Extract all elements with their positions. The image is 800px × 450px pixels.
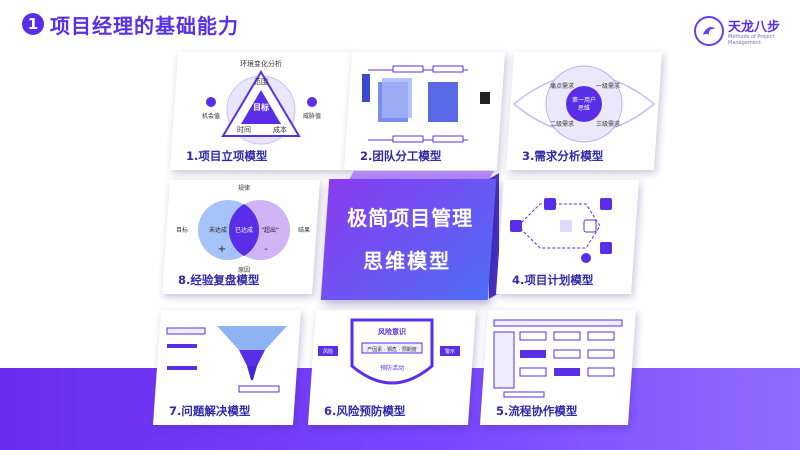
svg-text:第一用户: 第一用户 <box>572 96 596 104</box>
svg-text:范围: 范围 <box>254 77 268 86</box>
card-experience-review[interactable]: 规律 原因 目标 结果 未达成 已达成 "超出" + - 8.经验复盘模型 <box>162 180 320 294</box>
card-label: 7.问题解决模型 <box>169 404 251 418</box>
card-label: 4.项目计划模型 <box>512 273 594 287</box>
svg-text:机会值: 机会值 <box>202 112 220 120</box>
svg-text:-: - <box>264 244 268 255</box>
initiation-diagram: 环境变化分析 范围 目标 时间 成本 机会值 威胁值 <box>202 59 321 145</box>
svg-text:+: + <box>218 244 226 255</box>
requirement-diagram: 第一用户 思维 痛点需求 一级需求 二级需求 三级需求 <box>512 65 656 143</box>
card-label: 5.流程协作模型 <box>496 404 578 418</box>
plan-diagram <box>510 198 612 263</box>
brand-name: 天龙八步 <box>728 20 781 35</box>
review-diagram: 规律 原因 目标 结果 未达成 已达成 "超出" + - <box>176 184 310 274</box>
svg-text:"超出": "超出" <box>261 226 279 234</box>
card-label: 8.经验复盘模型 <box>178 273 260 287</box>
svg-text:已达成: 已达成 <box>235 226 253 234</box>
svg-text:预防活动: 预防活动 <box>380 364 404 372</box>
svg-text:二级需求: 二级需求 <box>550 120 574 128</box>
svg-text:风险意识: 风险意识 <box>378 327 406 336</box>
svg-text:时间: 时间 <box>237 125 251 134</box>
brand-subtitle: Methods of Project Management <box>728 34 775 46</box>
dragon-icon <box>694 16 724 46</box>
svg-text:目标: 目标 <box>176 226 188 234</box>
card-label: 6.风险预防模型 <box>324 404 406 418</box>
team-diagram <box>362 65 490 143</box>
card-label: 1.项目立项模型 <box>186 149 268 163</box>
svg-text:三级需求: 三级需求 <box>596 120 620 128</box>
center-line-1: 极简项目管理 <box>347 206 474 230</box>
svg-text:风险: 风险 <box>323 348 333 355</box>
svg-text:未达成: 未达成 <box>209 226 227 234</box>
svg-text:原因: 原因 <box>238 267 250 274</box>
svg-text:思维: 思维 <box>578 104 590 112</box>
card-requirement-analysis[interactable]: 第一用户 思维 痛点需求 一级需求 二级需求 三级需求 3.需求分析模型 <box>505 52 663 170</box>
problem-diagram <box>166 326 287 393</box>
svg-text:警示: 警示 <box>445 348 455 355</box>
section-number-badge: 1 <box>22 13 44 35</box>
card-team-division[interactable]: 2.团队分工模型 <box>343 52 506 170</box>
risk-diagram: 风险意识 产因素 · 钢危 · 预期度 预防活动 风险 警示 <box>318 318 460 385</box>
svg-text:一级需求: 一级需求 <box>596 82 620 90</box>
card-label: 2.团队分工模型 <box>360 149 442 163</box>
svg-text:产因素 · 钢危 · 预期度: 产因素 · 钢危 · 预期度 <box>367 346 417 353</box>
card-process-collaboration[interactable]: 5.流程协作模型 <box>479 310 637 425</box>
card-problem-solving[interactable]: 7.问题解决模型 <box>152 310 302 425</box>
card-project-plan[interactable]: 4.项目计划模型 <box>496 180 639 294</box>
center-line-2: 思维模型 <box>363 249 452 273</box>
svg-text:痛点需求: 痛点需求 <box>550 82 574 90</box>
svg-text:威胁值: 威胁值 <box>303 112 321 120</box>
brand-logo: 天龙八步 Methods of Project Management <box>694 14 784 50</box>
card-project-initiation[interactable]: 环境变化分析 范围 目标 时间 成本 机会值 威胁值 1.项目立项模型 <box>169 52 354 170</box>
svg-text:规律: 规律 <box>238 184 250 192</box>
env-label: 环境变化分析 <box>240 59 282 68</box>
process-diagram <box>493 319 623 398</box>
center-title-block[interactable]: 极简项目管理 思维模型 <box>320 179 497 300</box>
card-risk-prevention[interactable]: 风险意识 产因素 · 钢危 · 预期度 预防活动 风险 警示 6.风险预防模型 <box>307 310 477 425</box>
svg-text:目标: 目标 <box>253 102 269 112</box>
svg-text:结果: 结果 <box>298 226 310 234</box>
card-label: 3.需求分析模型 <box>522 149 604 163</box>
svg-text:成本: 成本 <box>273 125 287 134</box>
page-title: 项目经理的基础能力 <box>50 14 239 38</box>
